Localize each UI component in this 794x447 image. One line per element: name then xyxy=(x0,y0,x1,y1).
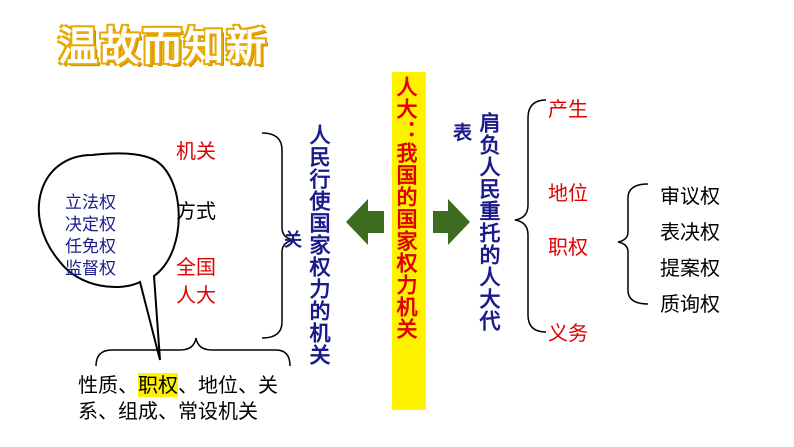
left-vertical-suffix: 关 xyxy=(284,230,302,251)
bubble-item: 决定权 xyxy=(65,215,116,235)
bottom-brace xyxy=(95,337,291,367)
powers-bracket xyxy=(617,183,649,305)
right-arrow xyxy=(433,199,470,245)
right-vertical-overflow: 肩负人民重托的 xyxy=(477,112,501,266)
right-vertical-main: 人大代 xyxy=(477,266,501,332)
power-item: 表决权 xyxy=(660,220,720,244)
bottom-note-highlight: 职权 xyxy=(138,373,178,397)
right-item-chansheng: 产生 xyxy=(548,97,588,121)
left-vertical-text: 人民行使国家权力的机关 xyxy=(307,124,331,366)
bottom-note-line1: 性质、职权、地位、关 xyxy=(78,372,278,398)
right-items-bracket xyxy=(514,99,547,333)
left-item-quanguo: 全国 xyxy=(176,255,216,279)
right-vertical-text: 肩负人民重托的人大代 xyxy=(477,112,501,332)
left-arrow xyxy=(346,199,384,245)
bubble-item: 立法权 xyxy=(65,193,116,213)
power-item: 审议权 xyxy=(660,184,720,208)
left-items-bracket xyxy=(261,132,295,339)
page-title: 温故而知新 xyxy=(58,24,268,70)
left-item-jiguan: 机关 xyxy=(176,139,216,163)
left-item-renda: 人大 xyxy=(176,283,216,307)
bubble-item: 任免权 xyxy=(65,237,116,257)
bottom-note-line2: 系、组成、常设机关 xyxy=(78,399,258,423)
bottom-note-part2: 、地位、关 xyxy=(178,373,278,397)
power-item: 质询权 xyxy=(660,292,720,316)
bubble-item: 监督权 xyxy=(65,259,116,279)
bubble-list: 立法权 决定权 任免权 监督权 xyxy=(65,192,116,280)
left-item-fangshi: 方式 xyxy=(176,199,216,223)
bottom-note-part1: 性质、 xyxy=(78,373,138,397)
power-item: 提案权 xyxy=(660,256,720,280)
right-item-diwei: 地位 xyxy=(548,181,588,205)
center-title: 人大：我国的国家权力机关 xyxy=(394,76,418,340)
right-item-yiwu: 义务 xyxy=(548,321,588,345)
right-item-zhiquan: 职权 xyxy=(548,235,588,259)
right-vertical-prefix: 表 xyxy=(453,122,473,144)
powers-list: 审议权 表决权 提案权 质询权 xyxy=(660,178,720,322)
bottom-note: 性质、职权、地位、关 系、组成、常设机关 xyxy=(78,372,278,424)
speech-bubble xyxy=(37,152,180,361)
center-highlight-box xyxy=(392,72,426,410)
